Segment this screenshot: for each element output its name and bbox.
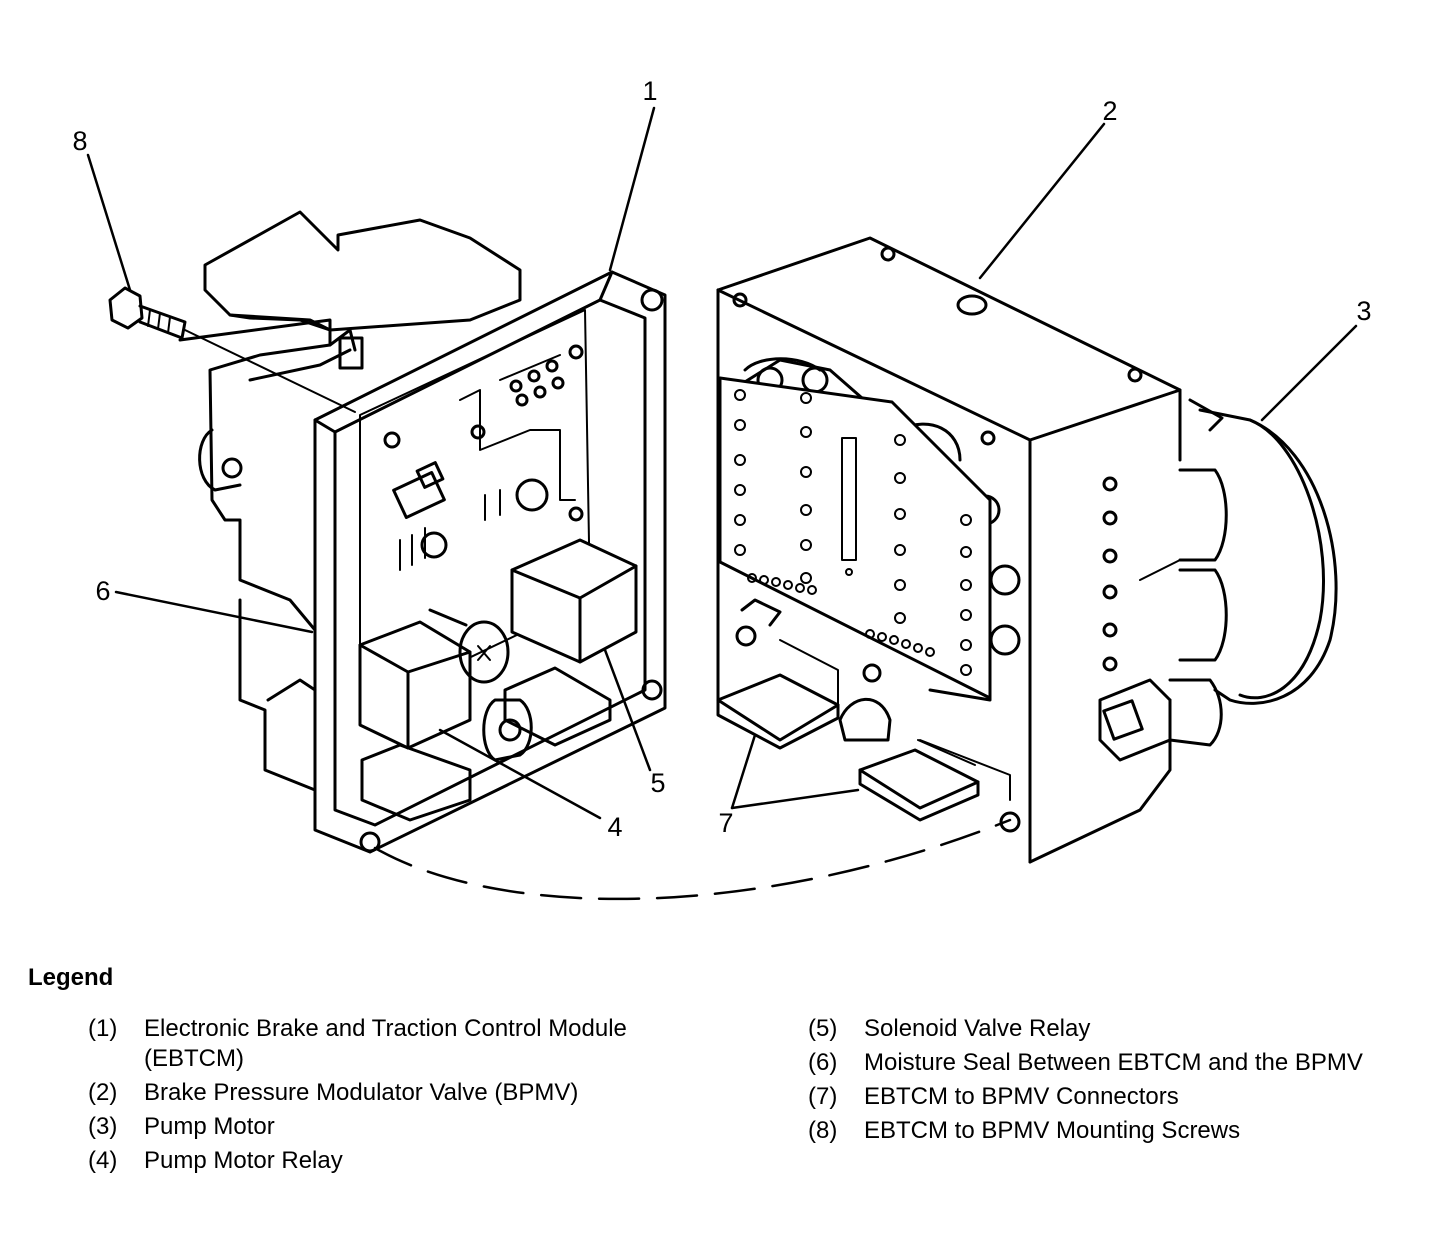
callout-labels: 1 2 3 4 5 6 7 8 — [72, 76, 1371, 842]
legend-item-text: EBTCM to BPMV Mounting Screws — [864, 1117, 1241, 1144]
legend-item-text: Pump Motor — [144, 1113, 275, 1140]
callout-6: 6 — [95, 576, 110, 606]
legend-item-number: (4) — [88, 1147, 118, 1174]
callout-1: 1 — [642, 76, 657, 106]
ebtcm-module — [108, 210, 667, 854]
callout-leaders — [86, 106, 1358, 820]
legend-title: Legend — [28, 964, 114, 991]
legend-item-2: (2) Brake Pressure Modulator Valve (BPMV… — [88, 1078, 708, 1108]
alignment-dashed-arc — [373, 818, 1012, 901]
legend-item-7: (7) EBTCM to BPMV Connectors — [808, 1082, 1368, 1112]
bpmv-unit — [716, 236, 1338, 864]
callout-3: 3 — [1356, 296, 1371, 326]
callout-8: 8 — [72, 126, 87, 156]
legend-item-text: Brake Pressure Modulator Valve (BPMV) — [144, 1079, 579, 1106]
callout-4: 4 — [607, 812, 622, 842]
legend-item-text: Moisture Seal Between EBTCM and the BPMV — [864, 1049, 1363, 1076]
legend-item-number: (5) — [808, 1015, 838, 1042]
legend-item-8: (8) EBTCM to BPMV Mounting Screws — [808, 1116, 1368, 1146]
legend-item-text: EBTCM to BPMV Connectors — [864, 1083, 1179, 1110]
legend-column-right: (5) Solenoid Valve Relay (6) Moisture Se… — [808, 1014, 1368, 1150]
exploded-view-diagram: 1 2 3 4 5 6 7 8 — [72, 76, 1372, 901]
legend-item-3: (3) Pump Motor — [88, 1112, 708, 1142]
legend-item-number: (1) — [88, 1015, 118, 1042]
legend-item-text: Solenoid Valve Relay — [864, 1015, 1091, 1042]
legend-item-1: (1) Electronic Brake and Traction Contro… — [88, 1014, 708, 1074]
legend-item-number: (2) — [88, 1079, 118, 1106]
legend-item-text: Electronic Brake and Traction Control Mo… — [144, 1015, 627, 1072]
legend-item-6: (6) Moisture Seal Between EBTCM and the … — [808, 1048, 1368, 1078]
legend-item-number: (8) — [808, 1117, 838, 1144]
legend-item-4: (4) Pump Motor Relay — [88, 1146, 708, 1176]
callout-5: 5 — [650, 768, 665, 798]
callout-7: 7 — [718, 808, 733, 838]
legend-column-left: (1) Electronic Brake and Traction Contro… — [88, 1014, 708, 1180]
legend-item-text: Pump Motor Relay — [144, 1147, 343, 1174]
callout-2: 2 — [1102, 96, 1117, 126]
legend-item-5: (5) Solenoid Valve Relay — [808, 1014, 1368, 1044]
legend-item-number: (7) — [808, 1083, 838, 1110]
legend-item-number: (6) — [808, 1049, 838, 1076]
legend-item-number: (3) — [88, 1113, 118, 1140]
